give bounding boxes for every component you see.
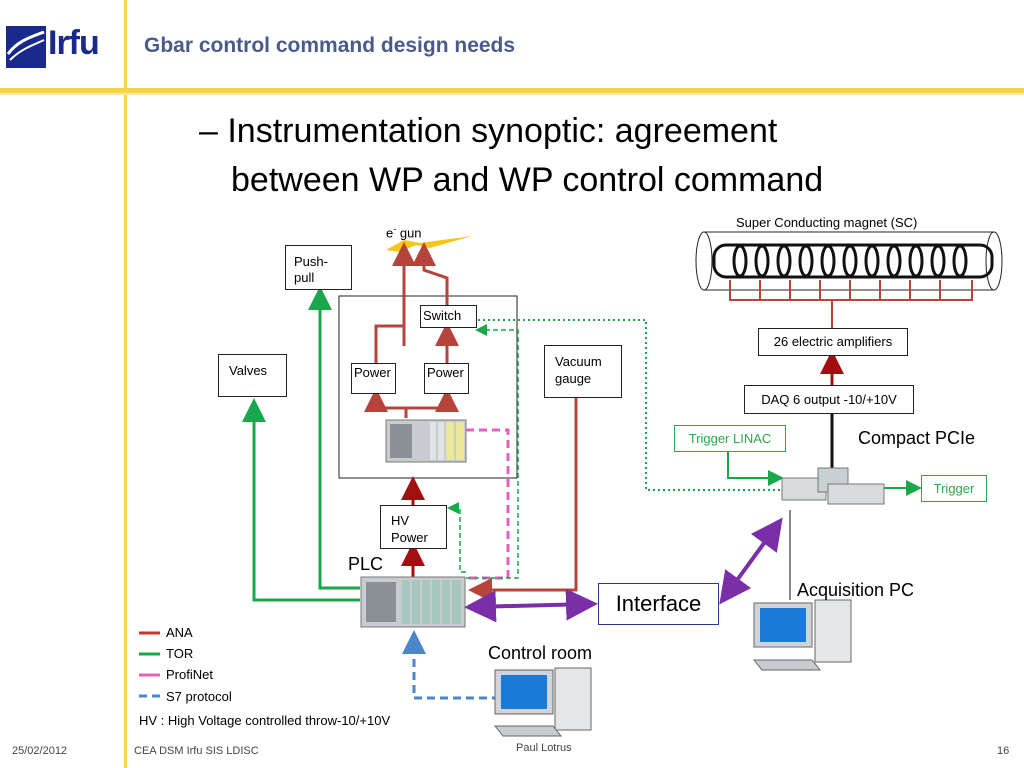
egun-label: e- gun — [386, 224, 422, 241]
header-vertical-rule — [124, 0, 127, 768]
logo-text: Irfu — [48, 24, 100, 62]
trigger-box: Trigger — [921, 475, 987, 502]
push-pull-label-2: pull — [294, 270, 315, 285]
sc-magnet-label: Super Conducting magnet (SC) — [736, 215, 918, 230]
compact-pcie-chassis-icon — [781, 467, 885, 505]
interface-box: Interface — [598, 583, 719, 625]
power-box-1: Power — [351, 363, 396, 394]
amplifiers-box: 26 electric amplifiers — [758, 328, 908, 356]
page-title: Gbar control command design needs — [144, 34, 516, 57]
switch-label: Switch — [423, 308, 462, 323]
bullet-line-2: between WP and WP control command — [231, 161, 824, 199]
daq-label: DAQ 6 output -10/+10V — [761, 392, 897, 407]
legend-s7-label: S7 protocol — [166, 689, 232, 704]
acquisition-pc-label: Acquisition PC — [797, 580, 915, 600]
footer-date: 25/02/2012 — [12, 745, 68, 757]
irfu-logo-icon — [6, 26, 46, 68]
legend-ana-label: ANA — [166, 625, 193, 640]
legend-profinet-label: ProfiNet — [166, 667, 213, 682]
valves-label: Valves — [229, 363, 268, 378]
push-pull-label-1: Push- — [294, 254, 328, 269]
trigger-linac-box: Trigger LINAC — [674, 425, 786, 452]
footer-page-number: 16 — [997, 745, 1010, 757]
legend-tor-label: TOR — [166, 646, 194, 661]
header-logo: Irfu — [4, 14, 120, 74]
control-room-pc-icon — [493, 667, 592, 737]
vacuum-label-1: Vacuum — [555, 354, 602, 369]
daq-box: DAQ 6 output -10/+10V — [744, 385, 914, 414]
legend-note: HV : High Voltage controlled throw-10/+1… — [139, 713, 391, 728]
vacuum-label-2: gauge — [555, 371, 592, 386]
compact-pcie-label: Compact PCIe — [858, 428, 976, 448]
hv-power-label-1: HV — [391, 513, 410, 528]
hv-power-box: HV Power — [380, 505, 447, 549]
acquisition-pc-icon — [752, 599, 852, 671]
hv-power-label-2: Power — [391, 530, 428, 545]
amplifiers-label: 26 electric amplifiers — [773, 334, 893, 349]
rack-enclosure — [338, 295, 518, 479]
trigger-linac-label: Trigger LINAC — [688, 431, 772, 446]
trigger-label: Trigger — [933, 481, 975, 496]
bullet-line-1: – Instrumentation synoptic: agreement — [199, 112, 778, 150]
power-label-2: Power — [427, 365, 464, 380]
switch-box: Switch — [420, 305, 477, 328]
vacuum-gauge-box: Vacuum gauge — [544, 345, 622, 398]
plc-label: PLC — [348, 554, 384, 574]
footer-author: Paul Lotrus — [516, 742, 572, 754]
push-pull-box: Push- pull — [285, 245, 352, 290]
control-room-label: Control room — [488, 643, 593, 663]
power-label-1: Power — [354, 365, 391, 380]
header-horizontal-rule — [0, 88, 1024, 95]
interface-label: Interface — [615, 591, 702, 616]
valves-box: Valves — [218, 354, 287, 397]
power-box-2: Power — [424, 363, 469, 394]
footer-org: CEA DSM Irfu SIS LDISC — [134, 745, 259, 757]
